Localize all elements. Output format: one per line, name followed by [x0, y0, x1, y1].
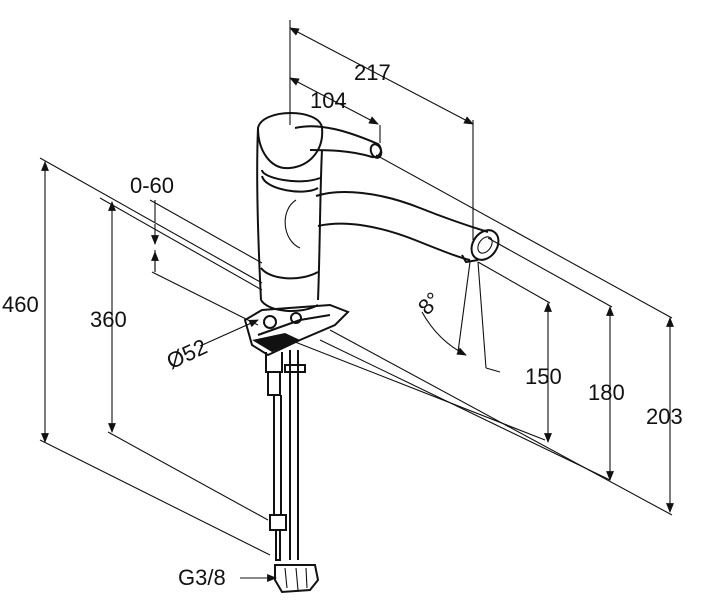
label-diameter-52: Ø52: [163, 334, 211, 374]
label-360: 360: [90, 307, 127, 332]
label-104: 104: [310, 88, 347, 113]
label-460: 460: [2, 292, 39, 317]
label-203: 203: [646, 404, 683, 429]
dimension-lines: [41, 27, 674, 582]
label-180: 180: [588, 380, 625, 405]
label-0-60: 0-60: [130, 173, 174, 198]
label-8-degree: 8°: [413, 287, 446, 320]
faucet-body: [243, 112, 500, 594]
extension-lines: [39, 20, 673, 556]
dimension-labels: 217 104 0-60 460 360 Ø52 8° 150 180 203 …: [2, 60, 683, 590]
label-150: 150: [525, 364, 562, 389]
label-217: 217: [354, 60, 391, 85]
label-g3-8: G3/8: [178, 565, 226, 590]
